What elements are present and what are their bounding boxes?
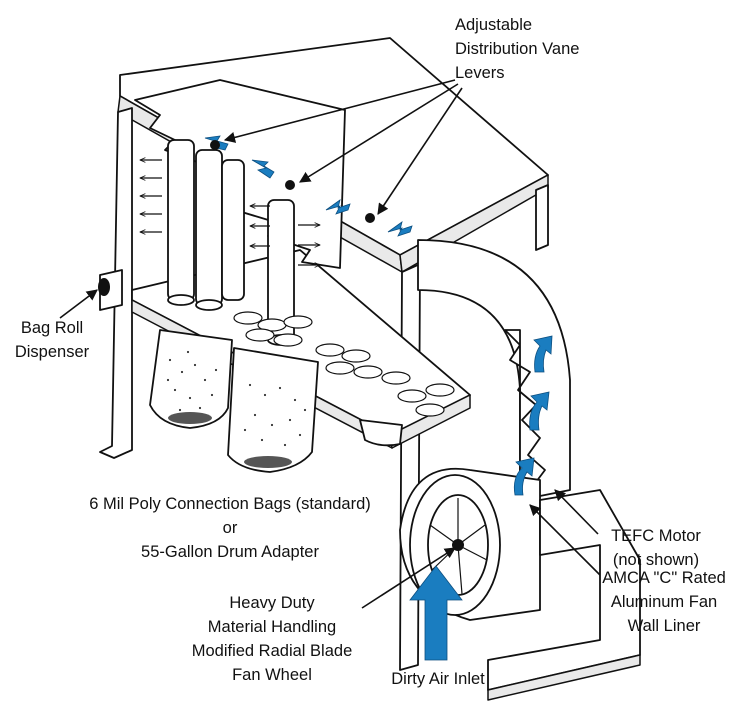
label-motor-line2: (not shown) (613, 551, 699, 569)
airflow-arrow-icon (529, 391, 550, 431)
airflow-arrows (204, 135, 553, 661)
label-vanes-line2: Distribution Vane (455, 40, 579, 58)
callout-tefc-motor: TEFC Motor (not shown) (611, 527, 701, 569)
filter-bags (167, 139, 295, 346)
label-liner-line3: Wall Liner (628, 617, 701, 635)
label-motor-line1: TEFC Motor (611, 527, 701, 545)
bag-roll-dispenser (98, 269, 123, 311)
poly-bag (149, 329, 233, 429)
callout-connection-bags: 6 Mil Poly Connection Bags (standard) or… (89, 495, 371, 561)
label-wheel-line2: Material Handling (208, 618, 336, 636)
airflow-arrow-icon (387, 221, 413, 237)
label-bag-roll-line2: Dispenser (15, 343, 90, 361)
filter-bag (195, 149, 223, 306)
airflow-arrow-icon (513, 457, 535, 496)
label-liner-line2: Aluminum Fan (611, 593, 717, 611)
callout-adjustable-vanes: Adjustable Distribution Vane Levers (455, 16, 579, 82)
leader-arrowhead-icon (554, 489, 599, 535)
poly-bag (359, 419, 403, 447)
leader-lines (59, 79, 601, 609)
shelf-openings (233, 311, 455, 417)
clean-air-arrows (140, 160, 320, 265)
filter-bag (167, 139, 195, 301)
leader-arrowhead-icon (59, 289, 98, 319)
label-wheel-line1: Heavy Duty (229, 594, 315, 612)
label-bag-roll-line1: Bag Roll (21, 319, 83, 337)
airflow-arrow-icon (533, 335, 553, 373)
poly-bag (227, 347, 319, 473)
airflow-arrow-icon (251, 159, 275, 179)
leader-arrowhead-icon (377, 87, 463, 215)
right-leg-top (535, 184, 549, 251)
fan-housing (399, 467, 641, 701)
vane-levers (210, 140, 375, 223)
label-vanes-line3: Levers (455, 64, 505, 82)
filter-bag (221, 159, 245, 301)
front-leg (399, 263, 421, 671)
label-vanes-line1: Adjustable (455, 16, 532, 34)
label-bags-line2: or (223, 519, 238, 537)
label-bags-line3: 55-Gallon Drum Adapter (141, 543, 319, 561)
leader-arrowhead-icon (223, 79, 456, 143)
label-liner-line1: AMCA "C" Rated (602, 569, 726, 587)
label-bags-line1: 6 Mil Poly Connection Bags (standard) (89, 495, 371, 513)
callout-bag-roll: Bag Roll Dispenser (15, 319, 90, 361)
bag-bottom (195, 299, 223, 311)
leader-arrowhead-icon (361, 547, 456, 609)
bag-bottom (167, 294, 195, 306)
airflow-arrow-icon (325, 199, 351, 215)
label-wheel-line4: Fan Wheel (232, 666, 312, 684)
poly-connection-bags (149, 329, 403, 473)
callout-fan-wheel: Heavy Duty Material Handling Modified Ra… (192, 594, 353, 684)
callout-wall-liner: AMCA "C" Rated Aluminum Fan Wall Liner (602, 569, 726, 635)
airflow-arrow-icon (409, 565, 463, 661)
leader-arrowhead-icon (529, 504, 601, 576)
leader-arrowhead-icon (299, 83, 459, 183)
label-wheel-line3: Modified Radial Blade (192, 642, 353, 660)
label-dirty-air-inlet: Dirty Air Inlet (391, 670, 485, 688)
